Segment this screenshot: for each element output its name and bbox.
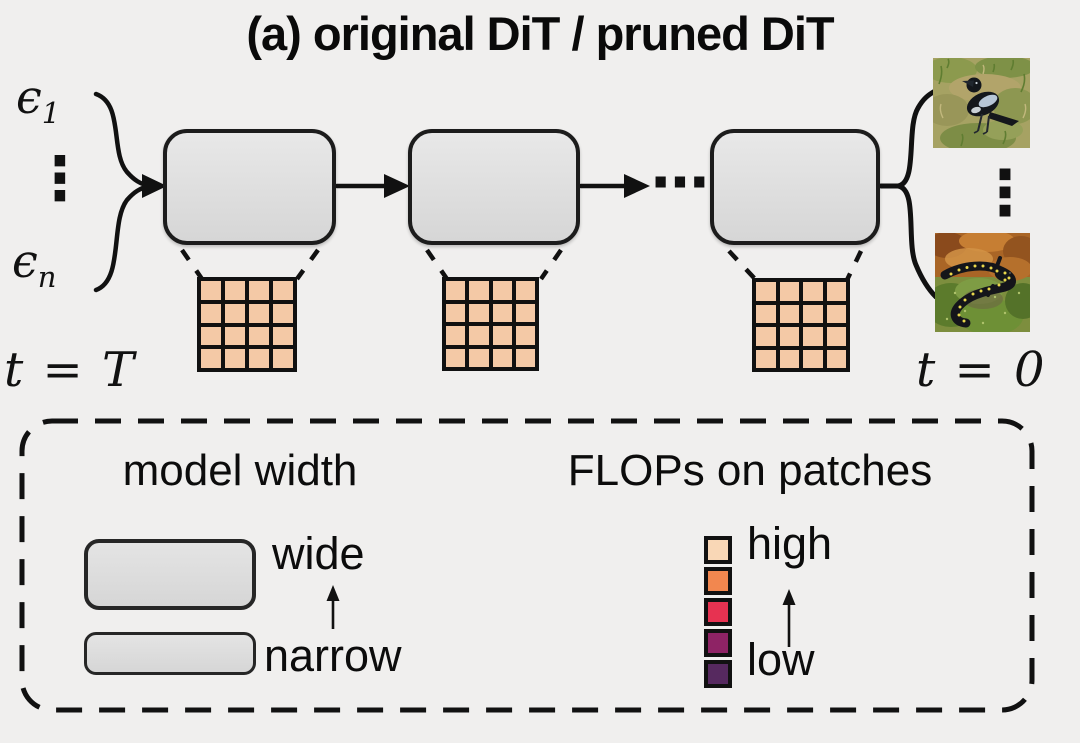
patch-cell	[826, 327, 846, 346]
patch-connector-1-left	[180, 248, 204, 281]
flops-color-scale	[704, 536, 732, 688]
output-vdots: ⋮	[974, 156, 1036, 229]
wide-label: wide	[272, 528, 365, 579]
patch-cell	[779, 304, 799, 323]
patch-cell	[803, 282, 823, 301]
input-vdots: ⋮	[30, 144, 90, 214]
patch-cell	[249, 349, 269, 368]
output-brace-top	[895, 88, 938, 189]
low-label: low	[747, 634, 815, 685]
patch-cell	[756, 304, 776, 323]
patch-grid-3	[752, 278, 850, 372]
output-brace-bottom	[895, 183, 939, 300]
bird-illustration	[933, 58, 1030, 148]
dit-block-1	[163, 129, 336, 245]
patch-cell	[469, 303, 489, 322]
patch-cell	[273, 349, 293, 368]
patch-cell	[756, 327, 776, 346]
input-brace-bottom	[93, 183, 153, 293]
patch-cell	[201, 349, 221, 368]
patch-cell	[446, 303, 466, 322]
patch-cell	[469, 281, 489, 300]
patch-grid-2	[442, 277, 539, 371]
patch-cell	[756, 282, 776, 301]
dit-block-2	[408, 129, 580, 245]
patch-cell	[779, 282, 799, 301]
patch-cell	[492, 326, 512, 345]
patch-cell	[826, 304, 846, 323]
patch-cell	[515, 326, 535, 345]
patch-connector-2-left	[425, 248, 449, 281]
patch-cell	[446, 326, 466, 345]
flops-swatch-3	[704, 598, 732, 626]
patch-cell	[225, 326, 245, 346]
patch-cell	[756, 349, 776, 368]
patch-cell	[201, 281, 221, 300]
arrowhead-1	[384, 174, 410, 198]
patch-cell	[201, 303, 221, 323]
patch-connector-3-left	[727, 249, 758, 282]
epsilon-1-subscript: 1	[41, 96, 61, 131]
timestep-end-label: t = 0	[916, 342, 1047, 398]
patch-cell	[225, 349, 245, 368]
patch-cell	[249, 326, 269, 346]
epsilon-symbol: ϵ	[12, 234, 38, 288]
patch-cell	[492, 303, 512, 322]
patch-cell	[469, 326, 489, 345]
model-width-title: model width	[122, 446, 358, 495]
patch-cell	[803, 349, 823, 368]
patch-cell	[515, 303, 535, 322]
dit-block-3	[710, 129, 880, 245]
flow-ellipsis: ⋯	[651, 148, 709, 216]
patch-cell	[826, 282, 846, 301]
wide-block-sample	[84, 539, 256, 610]
flops-swatch-low	[704, 660, 732, 688]
patch-cell	[515, 281, 535, 300]
figure-title: (a) original DiT / pruned DiT	[246, 7, 834, 60]
patch-cell	[492, 348, 512, 367]
patch-cell	[446, 348, 466, 367]
arrowhead-2	[624, 174, 650, 198]
patch-cell	[803, 327, 823, 346]
patch-grid-1	[197, 277, 297, 372]
narrow-label: narrow	[264, 630, 402, 681]
wide-narrow-arrowhead	[326, 585, 340, 601]
patch-cell	[273, 326, 293, 346]
high-low-arrowhead	[782, 589, 796, 605]
patch-cell	[492, 281, 512, 300]
patch-connector-2-right	[539, 248, 563, 281]
patch-cell	[273, 303, 293, 323]
input-brace-top	[93, 91, 153, 189]
high-label: high	[747, 518, 833, 569]
bird-image	[933, 58, 1030, 148]
patch-cell	[249, 281, 269, 300]
patch-cell	[273, 281, 293, 300]
flops-swatch-2	[704, 567, 732, 595]
patch-cell	[201, 326, 221, 346]
salamander-illustration	[935, 233, 1030, 332]
flops-swatch-high	[704, 536, 732, 564]
narrow-block-sample	[84, 632, 256, 675]
flops-title: FLOPs on patches	[567, 446, 933, 495]
patch-connector-3-right	[844, 250, 864, 281]
patch-cell	[446, 281, 466, 300]
patch-connector-1-right	[295, 248, 320, 281]
patch-cell	[469, 348, 489, 367]
patch-cell	[225, 303, 245, 323]
patch-cell	[779, 349, 799, 368]
patch-cell	[803, 304, 823, 323]
patch-cell	[249, 303, 269, 323]
epsilon-n-subscript: n	[37, 260, 57, 295]
timestep-start-label: t = T	[4, 342, 137, 398]
patch-cell	[515, 348, 535, 367]
patch-cell	[779, 327, 799, 346]
flops-swatch-4	[704, 629, 732, 657]
salamander-image	[935, 233, 1030, 332]
patch-cell	[826, 349, 846, 368]
patch-cell	[225, 281, 245, 300]
epsilon-1-label: ϵ1	[16, 74, 60, 128]
epsilon-symbol: ϵ	[16, 70, 42, 124]
epsilon-n-label: ϵn	[12, 238, 56, 292]
